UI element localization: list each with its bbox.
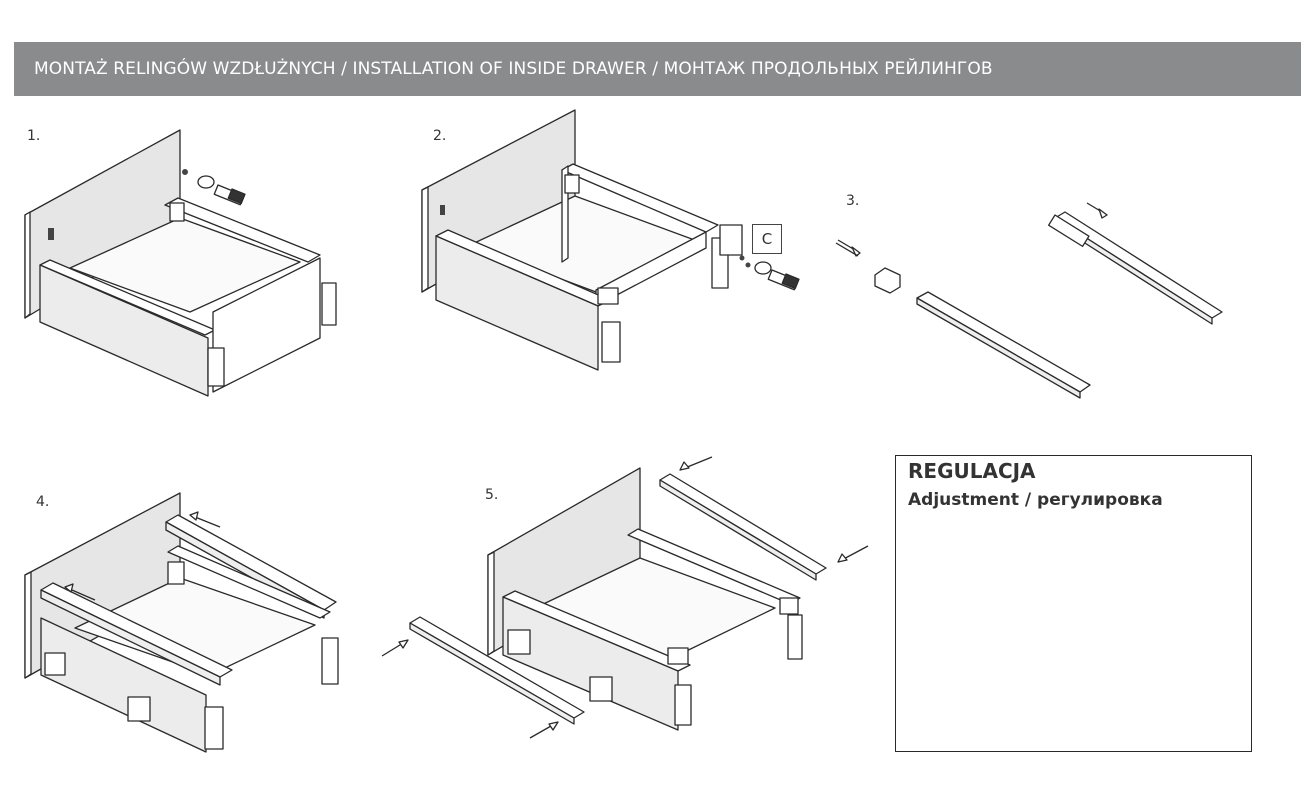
step-4-drawer-illustration [24, 492, 339, 753]
adjustment-title: REGULACJA [908, 459, 1036, 483]
adjustment-box: REGULACJA Adjustment / регулировка [895, 455, 1252, 752]
step-1-number: 1. [27, 128, 41, 144]
page-title: MONTAŻ RELINGÓW WZDŁUŻNYCH / INSTALLATIO… [34, 59, 993, 79]
step-2-drawer-illustration [421, 109, 800, 371]
callout-c-label: C [752, 224, 782, 254]
step-2-number: 2. [433, 128, 447, 144]
step-3-number: 3. [846, 193, 860, 209]
step-5-number: 5. [485, 487, 499, 503]
step-1-drawer-illustration [24, 129, 337, 397]
step-4-number: 4. [36, 494, 50, 510]
step-5-drawer-illustration [381, 456, 869, 739]
adjustment-subtitle: Adjustment / регулировка [908, 490, 1163, 510]
step-3-rail-illustration [835, 202, 1223, 399]
header-bar: MONTAŻ RELINGÓW WZDŁUŻNYCH / INSTALLATIO… [14, 42, 1301, 96]
